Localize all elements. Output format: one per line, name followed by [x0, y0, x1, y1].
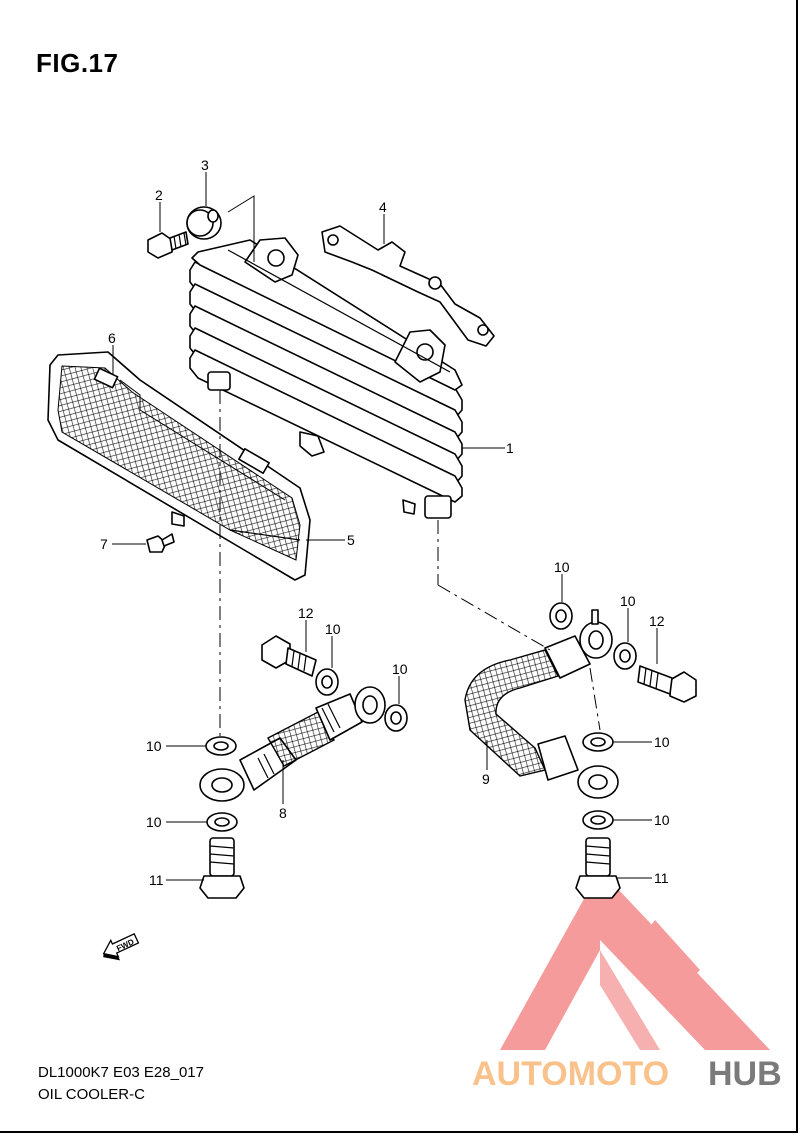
callout-10-c: 10: [325, 621, 341, 637]
banjo-bolt-12-right: [637, 665, 697, 703]
oil-hose-9: [464, 609, 619, 799]
callout-6: 6: [108, 330, 116, 346]
callout-12-right: 12: [649, 613, 665, 629]
bracket-4: [321, 225, 495, 347]
assembly-lines: [219, 195, 601, 740]
model-code: DL1000K7 E03 E28_017: [38, 1064, 204, 1081]
callout-2: 2: [155, 187, 163, 203]
cooler-screen-6: [47, 351, 311, 581]
washer-10a: [205, 736, 237, 756]
callout-9: 9: [482, 771, 490, 787]
callout-10-h: 10: [654, 812, 670, 828]
washer-10h: [582, 810, 614, 830]
callout-10-f: 10: [620, 593, 636, 609]
section-name: OIL COOLER-C: [38, 1086, 145, 1103]
banjo-bolt-12-left: [261, 635, 317, 677]
washer-10f: [613, 642, 637, 670]
callout-labels: 2 3 4 6 1 5 7 8 9 12 10 10 10 10 12 10 1…: [100, 157, 670, 888]
callout-11-right: 11: [654, 870, 669, 886]
washer-10e: [549, 602, 573, 630]
watermark-text-primary: AUTOMOTO: [472, 1055, 669, 1093]
callout-10-d: 10: [392, 661, 408, 677]
leader-lines: [112, 172, 658, 881]
bolt-2: [147, 231, 189, 259]
callout-10-e: 10: [554, 559, 570, 575]
callout-7: 7: [100, 536, 108, 552]
union-bolt-11-left: [199, 837, 245, 899]
union-bolt-11-right: [575, 837, 621, 899]
grommet-3: [186, 206, 222, 240]
callout-1: 1: [506, 440, 514, 456]
callout-11-left: 11: [149, 872, 164, 888]
callout-8: 8: [279, 805, 287, 821]
callout-3: 3: [201, 157, 209, 173]
callout-10-b: 10: [146, 814, 162, 830]
washer-10g: [582, 732, 614, 752]
washer-10c: [315, 668, 339, 696]
washers-10: [205, 602, 637, 832]
callout-10-a: 10: [146, 738, 162, 754]
watermark-logo-icon: [500, 870, 770, 1050]
watermark-text-secondary: HUB: [708, 1055, 782, 1093]
oil-hose-8: [199, 686, 386, 802]
oil-cooler-core: [189, 237, 463, 519]
callout-10-g: 10: [654, 734, 670, 750]
watermark-brand: AUTOMOTO HUB: [472, 1055, 782, 1093]
callout-5: 5: [347, 532, 355, 548]
callout-12-left: 12: [298, 605, 314, 621]
callout-4: 4: [379, 199, 387, 215]
washer-10d: [384, 704, 408, 732]
washer-10b: [206, 812, 238, 832]
screw-7: [146, 533, 175, 553]
figure-title: FIG.17: [36, 48, 119, 78]
fwd-label: FWD: [115, 937, 136, 953]
fwd-arrow-icon: FWD: [102, 932, 140, 961]
